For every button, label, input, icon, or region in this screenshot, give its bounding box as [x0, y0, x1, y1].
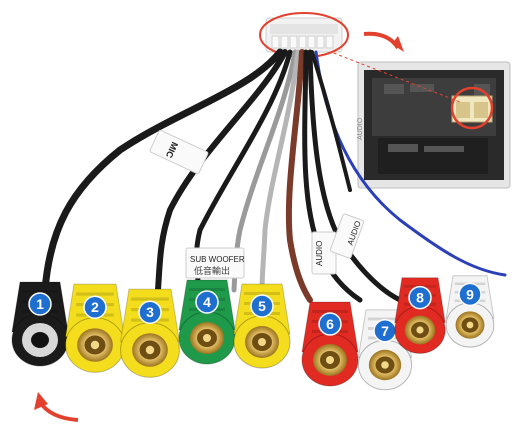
number-badge-label: 3 [146, 304, 154, 320]
highlight-circle [450, 86, 494, 130]
connector-7: 7 [357, 309, 413, 391]
number-badge [28, 292, 52, 316]
number-badge-label: 7 [381, 323, 389, 339]
number-badge [408, 285, 432, 310]
rca-pin [326, 356, 334, 364]
connector-9: 9 [445, 275, 495, 348]
number-badge-label: 9 [466, 286, 474, 302]
connector-5: 5 [233, 283, 291, 369]
grip-ridge [76, 292, 114, 296]
connector-8: 8 [394, 277, 446, 354]
grip-ridge [244, 292, 280, 295]
mic-tag: MIC [149, 129, 209, 175]
number-badge-label: 6 [326, 316, 334, 332]
number-badge-label: 5 [258, 298, 266, 314]
subwoofer-tag: SUB WOOFER 低音輸出 [185, 247, 245, 279]
connectors: 1 2 3 4 5 6 7 8 9 [11, 275, 495, 391]
audio-tag-2: AUDIO [329, 213, 365, 259]
grip-ridge [312, 310, 348, 313]
audio-tag-1: AUDIO [311, 231, 337, 275]
number-badge [195, 290, 219, 314]
connector-4: 4 [178, 279, 236, 365]
arrow-bottom-head-icon [34, 392, 48, 410]
main-connector [259, 12, 349, 58]
grip-ridge [131, 297, 169, 301]
rca-pin [416, 326, 424, 334]
rca-pin [466, 321, 474, 329]
number-badge [318, 312, 342, 336]
connector-6: 6 [301, 301, 359, 387]
cable-bundle [41, 48, 507, 303]
rca-pin [203, 334, 211, 342]
number-badge-label: 4 [203, 294, 211, 310]
number-badge [458, 282, 482, 307]
number-badge-label: 2 [91, 299, 99, 315]
svg-text:低音輸出: 低音輸出 [194, 265, 230, 276]
rca-pin [258, 338, 266, 346]
arrow-top-head-icon [392, 36, 404, 52]
svg-text:SUB WOOFER: SUB WOOFER [190, 255, 245, 264]
grip-ridge [22, 290, 58, 293]
number-badge [83, 295, 107, 319]
connector-2: 2 [65, 283, 125, 373]
grip-ridge [367, 317, 403, 321]
connector-3: 3 [120, 288, 180, 378]
jack-hole [31, 332, 49, 348]
number-badge [138, 300, 162, 324]
connector-1: 1 [11, 281, 69, 367]
number-badge-label: 1 [36, 296, 44, 312]
grip-ridge [189, 288, 225, 291]
inset-audio-tag: AUDIO [357, 117, 364, 140]
number-badge-label: 8 [416, 290, 424, 306]
rca-pin [381, 361, 389, 369]
arrow-top-icon [363, 31, 400, 50]
callout-line [299, 39, 461, 103]
number-badge [250, 294, 274, 318]
rca-pin [90, 340, 100, 350]
head-unit-inset: AUDIO [357, 61, 511, 189]
svg-text:AUDIO: AUDIO [315, 241, 324, 266]
rca-pin [145, 345, 155, 355]
